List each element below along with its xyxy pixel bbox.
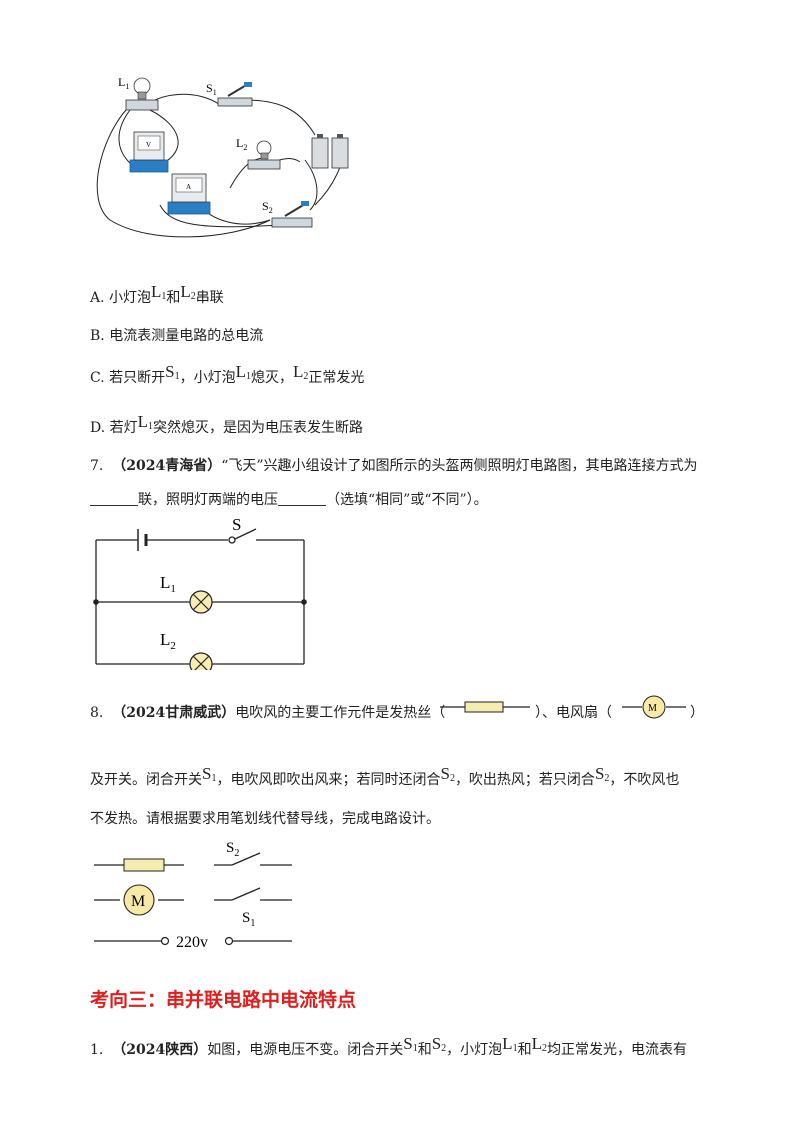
lamp-L1 — [125, 77, 159, 111]
q8-label-S1: S1 — [242, 910, 255, 929]
q8-line1-b: ）、电风扇（ — [535, 705, 612, 721]
label-L1: L1 — [118, 75, 129, 91]
q8-line2: 及开关。闭合开关S1，电吹风即吹出风来；若同时还闭合S2，吹出热风；若只闭合S2… — [90, 764, 680, 788]
q8-motor: M — [123, 884, 155, 916]
option-c: C. 若只断开S1，小灯泡L1熄灭，L2正常发光 — [90, 362, 365, 386]
q7-label-L2: L2 — [160, 630, 176, 652]
q8-line1-c: ） — [690, 705, 704, 721]
lamp-L2 — [247, 140, 281, 170]
supply-terminal-left[interactable] — [160, 936, 170, 946]
option-a: A. 小灯泡L1和L2串联 — [90, 282, 224, 306]
q8-line1: 8. （2024甘肃威武）电吹风的主要工作元件是发热丝（ — [90, 705, 446, 721]
q7-line1: 7. （2024青海省）“飞天”兴趣小组设计了如图所示的头盔两侧照明灯电路图，其… — [90, 458, 698, 474]
supply-terminal-right[interactable] — [224, 936, 234, 946]
q7-lamp-L1 — [189, 590, 213, 614]
q7-label-L1: L1 — [160, 573, 176, 595]
motor-symbol-inline: M — [622, 695, 686, 719]
svg-text:A: A — [186, 183, 191, 191]
q8-resistor — [123, 858, 165, 872]
q7-line2: 联，照明灯两端的电压（选填“相同”或“不同”）。 — [90, 489, 488, 511]
section-heading: 考向三：串并联电路中电流特点 — [90, 989, 357, 1011]
q7-circuit-diagram: S L1 L2 — [93, 515, 307, 670]
svg-text:M: M — [648, 703, 657, 714]
resistor-symbol-inline — [440, 701, 530, 713]
label-L2: L2 — [236, 136, 247, 152]
voltmeter: V — [129, 131, 169, 173]
switch-S2 — [271, 201, 313, 228]
q8-label-S2: S2 — [226, 840, 239, 859]
option-d: D. 若灯L1突然熄灭，是因为电压表发生断路 — [90, 412, 364, 436]
q7-label-S: S — [232, 515, 241, 534]
q1-line1: 1. （2024陕西）如图，电源电压不变。闭合开关S1和S2，小灯泡L1和L2均… — [90, 1034, 687, 1058]
q7-blank-1[interactable] — [90, 491, 138, 506]
q8-components-diagram[interactable]: M S2 S1 220v — [92, 838, 302, 953]
ammeter: A — [167, 173, 211, 215]
battery-pack — [311, 134, 349, 169]
q7-lamp-L2 — [189, 652, 213, 670]
label-S1: S1 — [206, 81, 217, 97]
physical-circuit-figure: L1 S1 V L2 A S2 — [96, 75, 349, 238]
q8-line3: 不发热。请根据要求用笔划线代替导线，完成电路设计。 — [90, 811, 440, 827]
switch-S1 — [217, 82, 253, 107]
q8-label-supply: 220v — [176, 934, 208, 951]
svg-text:V: V — [146, 141, 151, 149]
q7-blank-2[interactable] — [278, 491, 326, 506]
label-S2: S2 — [262, 199, 273, 215]
option-b: B. 电流表测量电路的总电流 — [90, 328, 264, 344]
svg-text:M: M — [131, 893, 145, 910]
